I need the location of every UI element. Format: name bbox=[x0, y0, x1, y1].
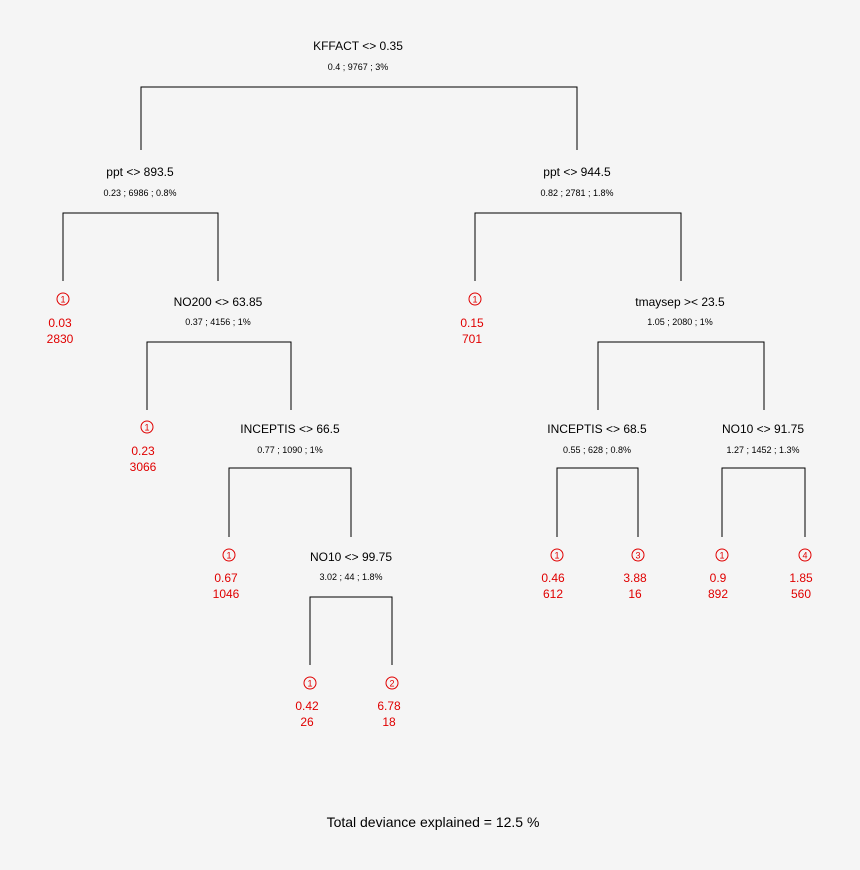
leaf-node-LL: 1 0.03 2830 bbox=[47, 292, 74, 346]
leaf-badge-number: 1 bbox=[472, 295, 477, 305]
split-label: ppt <> 944.5 bbox=[543, 165, 611, 179]
split-node-root: KFFACT <> 0.35 0.4 ; 9767 ; 3% bbox=[313, 39, 403, 72]
leaf-mean: 6.78 bbox=[377, 699, 401, 713]
edge-LRR bbox=[228, 467, 352, 537]
split-label: NO10 <> 91.75 bbox=[722, 422, 804, 436]
leaf-badge-circle bbox=[56, 292, 70, 306]
leaf-mean: 0.15 bbox=[460, 316, 484, 330]
leaf-badge-number: 1 bbox=[60, 295, 65, 305]
leaf-badge-circle bbox=[385, 676, 399, 690]
split-stats: 0.55 ; 628 ; 0.8% bbox=[563, 445, 631, 455]
edge-R bbox=[474, 212, 682, 281]
leaf-mean: 1.85 bbox=[789, 571, 813, 585]
split-stats: 0.23 ; 6986 ; 0.8% bbox=[103, 188, 176, 198]
leaf-badge-number: 1 bbox=[554, 551, 559, 561]
leaf-node-RRLR: 3 3.88 16 bbox=[623, 548, 647, 601]
leaf-mean: 0.42 bbox=[295, 699, 319, 713]
leaf-badge-circle bbox=[798, 548, 812, 562]
split-label: NO10 <> 99.75 bbox=[310, 550, 392, 564]
split-label: KFFACT <> 0.35 bbox=[313, 39, 403, 53]
leaf-mean: 0.03 bbox=[48, 316, 72, 330]
leaf-count: 2830 bbox=[47, 332, 74, 346]
split-stats: 1.27 ; 1452 ; 1.3% bbox=[726, 445, 799, 455]
split-node-LRRR: NO10 <> 99.75 3.02 ; 44 ; 1.8% bbox=[310, 550, 392, 582]
leaf-badge-circle bbox=[222, 548, 236, 562]
leaf-count: 1046 bbox=[213, 587, 240, 601]
leaf-node-LRRL: 1 0.67 1046 bbox=[213, 548, 240, 601]
edge-RRR bbox=[721, 467, 806, 537]
leaf-badge-number: 1 bbox=[144, 423, 149, 433]
split-label: INCEPTIS <> 68.5 bbox=[547, 422, 647, 436]
leaf-badge-circle bbox=[550, 548, 564, 562]
leaf-mean: 0.67 bbox=[214, 571, 238, 585]
tree-edges bbox=[62, 86, 806, 665]
leaf-node-RRRL: 1 0.9 892 bbox=[708, 548, 729, 601]
split-node-R: ppt <> 944.5 0.82 ; 2781 ; 1.8% bbox=[540, 165, 613, 198]
leaf-badge-number: 1 bbox=[719, 551, 724, 561]
leaf-count: 701 bbox=[462, 332, 482, 346]
split-node-RR: tmaysep >< 23.5 1.05 ; 2080 ; 1% bbox=[635, 295, 725, 327]
leaf-badge-number: 2 bbox=[389, 679, 394, 689]
edge-RR bbox=[597, 341, 765, 410]
leaf-count: 18 bbox=[382, 715, 396, 729]
edge-root bbox=[140, 86, 578, 150]
leaf-node-LRRRR: 2 6.78 18 bbox=[377, 676, 401, 729]
split-stats: 0.37 ; 4156 ; 1% bbox=[185, 317, 251, 327]
split-label: ppt <> 893.5 bbox=[106, 165, 174, 179]
leaf-node-RL: 1 0.15 701 bbox=[460, 292, 484, 346]
split-node-RRR: NO10 <> 91.75 1.27 ; 1452 ; 1.3% bbox=[722, 422, 804, 455]
split-node-RRL: INCEPTIS <> 68.5 0.55 ; 628 ; 0.8% bbox=[547, 422, 647, 455]
split-node-LR: NO200 <> 63.85 0.37 ; 4156 ; 1% bbox=[174, 295, 263, 327]
leaf-badge-circle bbox=[715, 548, 729, 562]
split-node-LRR: INCEPTIS <> 66.5 0.77 ; 1090 ; 1% bbox=[240, 422, 340, 455]
leaf-count: 3066 bbox=[130, 460, 157, 474]
split-label: INCEPTIS <> 66.5 bbox=[240, 422, 340, 436]
leaf-node-RRRR: 4 1.85 560 bbox=[789, 548, 813, 601]
leaf-badge-circle bbox=[631, 548, 645, 562]
leaf-badge-number: 4 bbox=[802, 551, 807, 561]
leaf-count: 612 bbox=[543, 587, 563, 601]
leaf-badge-circle bbox=[468, 292, 482, 306]
leaf-mean: 0.23 bbox=[131, 444, 155, 458]
leaf-badge-circle bbox=[140, 420, 154, 434]
split-label: NO200 <> 63.85 bbox=[174, 295, 263, 309]
leaf-count: 560 bbox=[791, 587, 811, 601]
split-label: tmaysep >< 23.5 bbox=[635, 295, 725, 309]
deviance-explained-caption: Total deviance explained = 12.5 % bbox=[327, 814, 540, 830]
split-stats: 0.77 ; 1090 ; 1% bbox=[257, 445, 323, 455]
edge-L bbox=[62, 212, 219, 281]
leaf-mean: 3.88 bbox=[623, 571, 647, 585]
split-stats: 0.4 ; 9767 ; 3% bbox=[328, 62, 389, 72]
leaf-badge-number: 1 bbox=[226, 551, 231, 561]
leaf-node-RRLL: 1 0.46 612 bbox=[541, 548, 565, 601]
leaf-mean: 0.9 bbox=[710, 571, 727, 585]
leaf-badge-circle bbox=[303, 676, 317, 690]
split-stats: 3.02 ; 44 ; 1.8% bbox=[319, 572, 382, 582]
leaf-mean: 0.46 bbox=[541, 571, 565, 585]
leaf-badge-number: 3 bbox=[635, 551, 640, 561]
split-stats: 1.05 ; 2080 ; 1% bbox=[647, 317, 713, 327]
leaf-count: 26 bbox=[300, 715, 314, 729]
leaf-badge-number: 1 bbox=[307, 679, 312, 689]
split-node-L: ppt <> 893.5 0.23 ; 6986 ; 0.8% bbox=[103, 165, 176, 198]
edge-LRRR bbox=[309, 596, 393, 665]
split-stats: 0.82 ; 2781 ; 1.8% bbox=[540, 188, 613, 198]
edge-LR bbox=[146, 341, 292, 410]
edge-RRL bbox=[556, 467, 639, 537]
leaf-node-LRL: 1 0.23 3066 bbox=[130, 420, 157, 474]
leaf-node-LRRRL: 1 0.42 26 bbox=[295, 676, 319, 729]
leaf-count: 892 bbox=[708, 587, 728, 601]
leaf-count: 16 bbox=[628, 587, 642, 601]
